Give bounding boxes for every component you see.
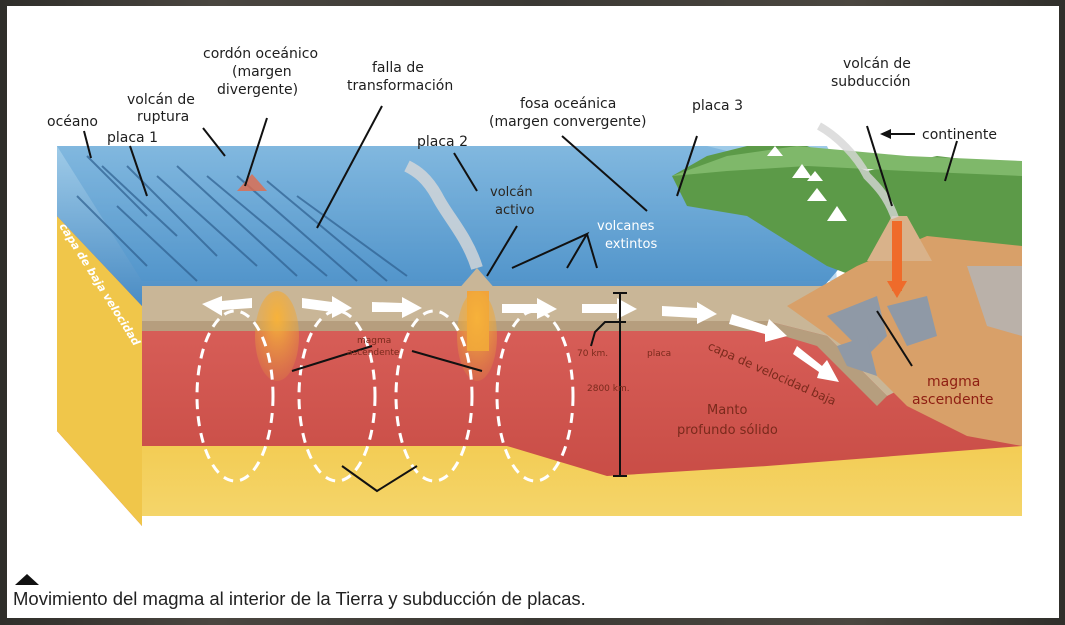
label-subduccion-1: volcán de — [843, 56, 911, 72]
label-continente: continente — [922, 127, 997, 143]
label-cordon-1: cordón oceánico — [203, 46, 318, 62]
label-2800-km: 2800 km. — [587, 384, 630, 394]
tectonics-diagram: océano placa 1 volcán de ruptura cordón … — [7, 6, 1059, 566]
label-70-km: 70 km. — [577, 349, 608, 359]
caption-triangle-icon — [15, 574, 39, 585]
label-manto-1: Manto — [707, 403, 748, 418]
label-fosa-2: (margen convergente) — [489, 114, 647, 130]
label-magma-ascendente-small-1: magma — [357, 336, 391, 346]
continent-arrow — [880, 129, 915, 139]
content-card: océano placa 1 volcán de ruptura cordón … — [7, 6, 1059, 618]
label-placa-2: placa 2 — [417, 134, 468, 150]
label-volcan-ruptura-2: ruptura — [137, 109, 189, 125]
label-volcanes-extintos-1: volcanes — [597, 219, 655, 234]
label-volcan-activo-1: volcán — [490, 185, 533, 200]
label-placa-3: placa 3 — [692, 98, 743, 114]
label-oceano: océano — [47, 114, 98, 130]
label-manto-2: profundo sólido — [677, 423, 778, 438]
label-cordon-2: (margen — [232, 64, 292, 80]
label-volcan-activo-2: activo — [495, 203, 535, 218]
label-cordon-3: divergente) — [217, 82, 298, 98]
label-falla-2: transformación — [347, 78, 453, 94]
label-magma-ascendente-2: ascendente — [912, 392, 994, 408]
label-volcan-ruptura-1: volcán de — [127, 92, 195, 108]
label-magma-ascendente-1: magma — [927, 374, 980, 390]
label-placa-1: placa 1 — [107, 130, 158, 146]
label-subduccion-2: subducción — [831, 74, 911, 90]
label-falla-1: falla de — [372, 60, 424, 76]
label-placa-small: placa — [647, 349, 671, 359]
figure-caption: Movimiento del magma al interior de la T… — [13, 588, 586, 610]
label-fosa-1: fosa oceánica — [520, 96, 616, 112]
label-magma-ascendente-small-2: ascendente — [347, 348, 400, 358]
label-volcanes-extintos-2: extintos — [605, 237, 657, 252]
